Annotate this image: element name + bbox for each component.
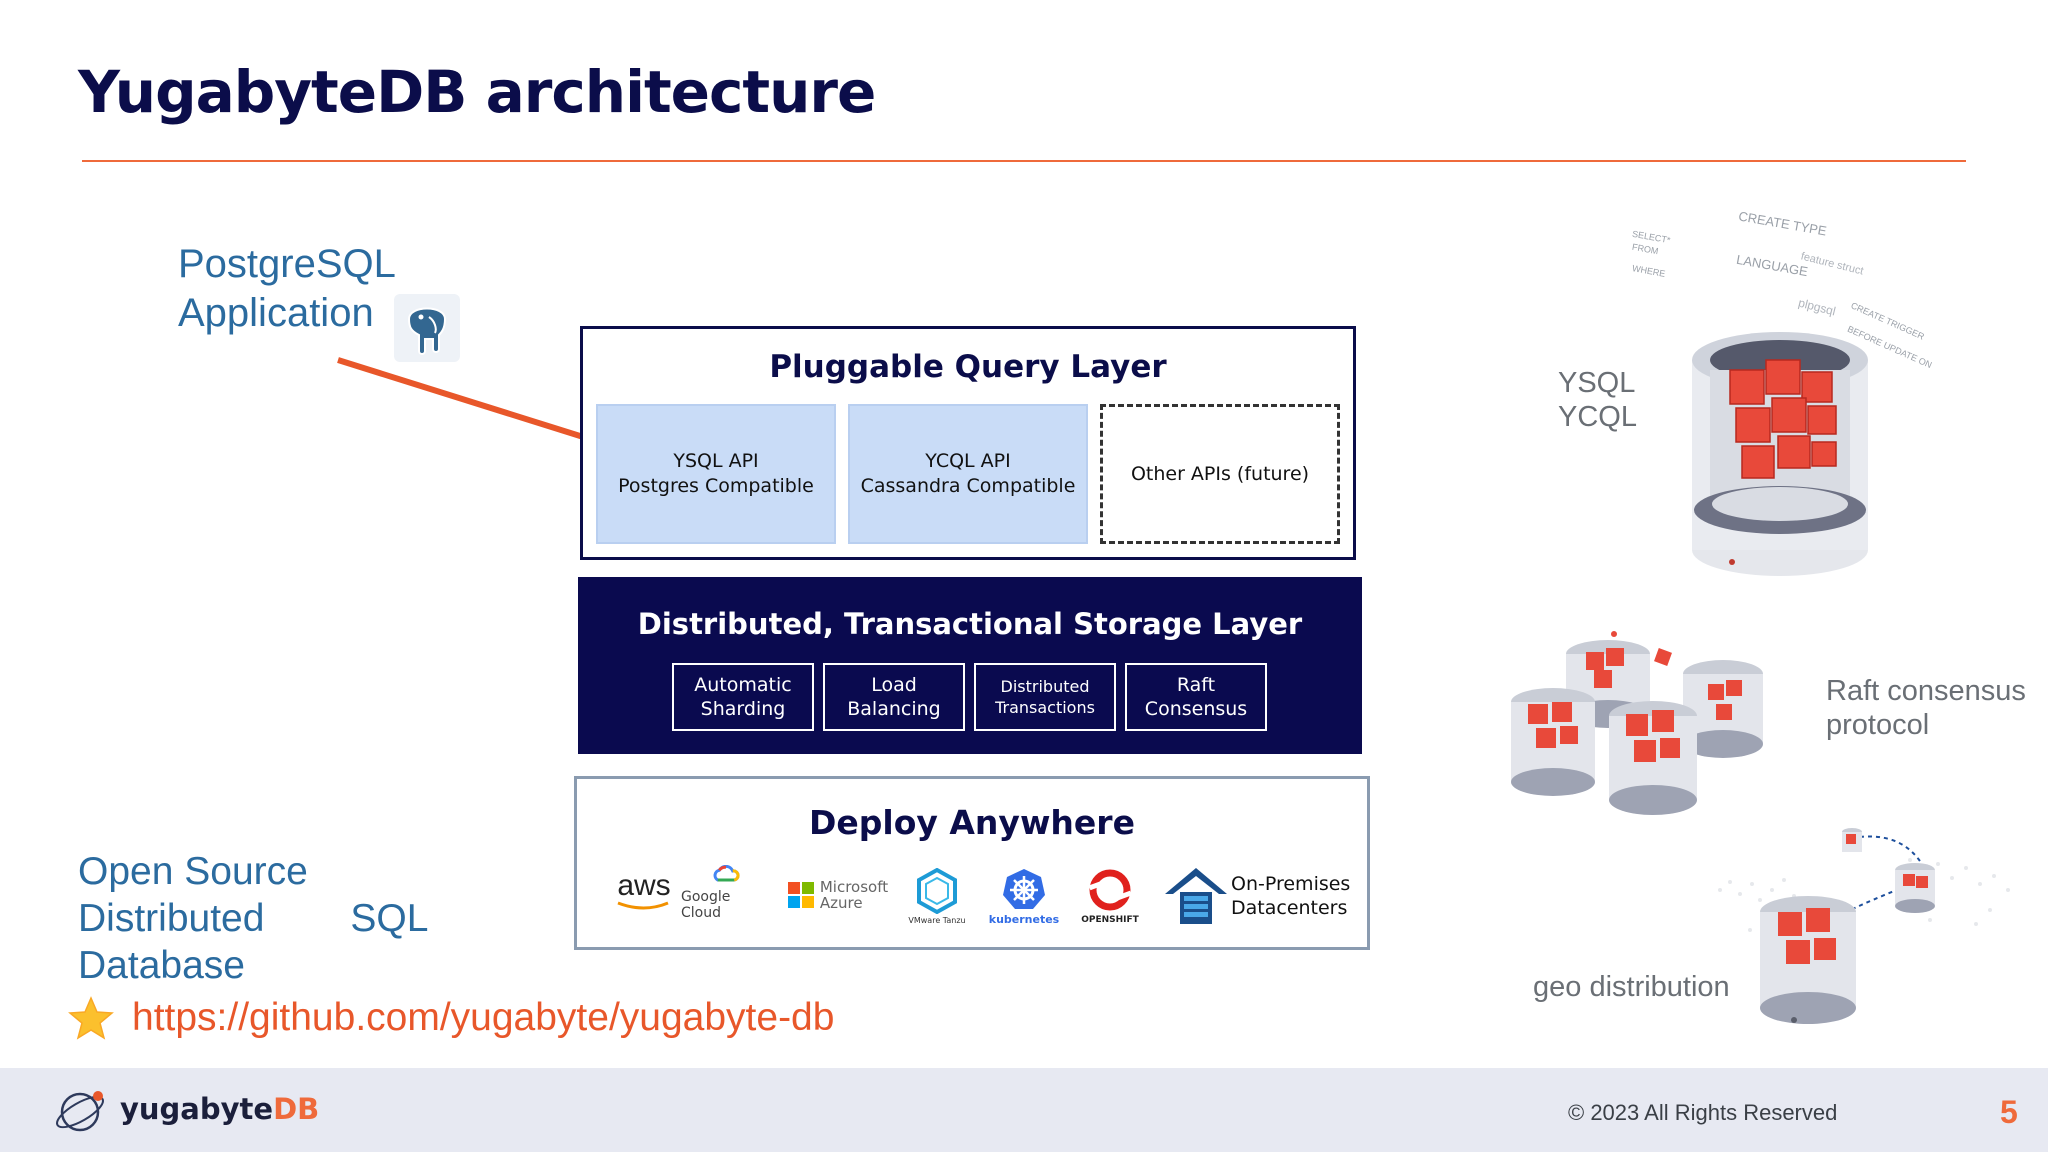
slide-footer: yugabyteDB © 2023 All Rights Reserved 5 (0, 1068, 2048, 1152)
automatic-sharding-cell: Automatic Sharding (672, 663, 814, 731)
code-word: WHERE (1631, 263, 1667, 279)
transactions-line-1: Distributed (1000, 677, 1090, 696)
raft-cluster-illustration (1511, 631, 1763, 815)
title-divider (82, 160, 1966, 162)
aws-logo: aws (605, 867, 683, 915)
ysql-text: YSQL (1558, 367, 1636, 399)
deploy-title: Deploy Anywhere (809, 803, 1135, 842)
slide-title: YugabyteDB architecture (78, 58, 876, 126)
oss-distributed-text: Distributed (78, 897, 265, 940)
microsoft-azure-logo: Microsoft Azure (783, 875, 893, 915)
google-cloud-icon (713, 865, 740, 882)
ysql-database-cylinder-illustration (1692, 332, 1868, 576)
kubernetes-logo: kubernetes (979, 863, 1069, 929)
ycql-api-line-2: Cassandra Compatible (860, 475, 1076, 497)
google-cloud-text: Google Cloud (681, 889, 731, 921)
datacenter-house-icon (1165, 868, 1227, 924)
sharding-line-1: Automatic (694, 674, 792, 696)
on-premises-logo: On-Premises Datacenters (1163, 863, 1363, 929)
oss-sql-text: SQL (350, 897, 429, 940)
star-icon (68, 996, 114, 1040)
transactions-line-2: Transactions (995, 698, 1095, 717)
tanzu-text: VMware Tanzu (908, 915, 966, 925)
open-source-description: Open Source Distributed SQL Database (78, 848, 428, 989)
app-line-2: Application (178, 291, 374, 335)
yugabyte-orbit-logo-icon (56, 1091, 104, 1132)
brand-yugabyte-text: yugabyte (120, 1092, 274, 1126)
raft-consensus-label: Raft consensus protocol (1826, 674, 2026, 742)
load-balancing-cell: Load Balancing (823, 663, 965, 731)
balancing-line-2: Balancing (847, 698, 941, 720)
raft-label-line-2: protocol (1826, 709, 1930, 741)
ycql-text: YCQL (1558, 401, 1637, 433)
balancing-line-1: Load (871, 674, 917, 696)
geo-distribution-label: geo distribution (1533, 971, 1730, 1003)
query-layer-title: Pluggable Query Layer (769, 349, 1167, 385)
azure-line-2: Azure (819, 894, 863, 912)
azure-line-1: Microsoft (819, 878, 889, 896)
raft-label-line-1: Raft consensus (1826, 675, 2026, 707)
postgresql-elephant-icon (394, 294, 460, 362)
code-word: FROM (1631, 241, 1660, 257)
openshift-icon (1088, 869, 1132, 911)
ysql-api-line-1: YSQL API (673, 450, 759, 472)
openshift-logo: OPENSHIFT (1067, 863, 1153, 929)
ycql-api-box: YCQL API Cassandra Compatible (848, 404, 1088, 544)
other-apis-label: Other APIs (future) (1130, 462, 1310, 485)
aws-smile-icon (617, 901, 669, 910)
pluggable-query-layer-box: Pluggable Query Layer YSQL API Postgres … (580, 326, 1356, 560)
github-link-row: https://github.com/yugabyte/yugabyte-db (68, 996, 834, 1040)
slide-number: 5 (2000, 1094, 2018, 1130)
other-apis-box: Other APIs (future) (1100, 404, 1340, 544)
microsoft-windows-icon (787, 882, 814, 908)
vmware-tanzu-logo: VMware Tanzu (895, 865, 979, 927)
raft-consensus-cell: Raft Consensus (1125, 663, 1267, 731)
code-word: LANGUAGE (1735, 251, 1810, 280)
raft-line-2: Consensus (1144, 698, 1248, 720)
code-word: feature struct (1799, 250, 1865, 278)
oss-line-2: Distributed SQL (78, 895, 428, 942)
code-word: CREATE TYPE (1737, 208, 1828, 239)
raft-line-1: Raft (1176, 674, 1216, 696)
google-cloud-logo: Google Cloud (681, 865, 771, 921)
kubernetes-helm-icon (1003, 868, 1045, 909)
kubernetes-text: kubernetes (988, 912, 1060, 926)
github-repo-link[interactable]: https://github.com/yugabyte/yugabyte-db (132, 996, 835, 1039)
ysql-api-line-2: Postgres Compatible (618, 475, 814, 497)
sharding-line-2: Sharding (700, 698, 786, 720)
storage-layer-box: Distributed, Transactional Storage Layer… (578, 577, 1362, 754)
aws-text: aws (617, 869, 671, 902)
postgresql-application-label: PostgreSQL Application (178, 240, 396, 338)
tanzu-icon (917, 867, 957, 914)
storage-layer-title: Distributed, Transactional Storage Layer (637, 607, 1303, 641)
ysql-api-box: YSQL API Postgres Compatible (596, 404, 836, 544)
ysql-ycql-label: YSQL YCQL (1558, 366, 1637, 434)
openshift-text: OPENSHIFT (1081, 915, 1139, 925)
onprem-line-1: On-Premises (1231, 873, 1351, 895)
deploy-anywhere-box: Deploy Anywhere aws Google Cloud Microso… (574, 776, 1370, 950)
copyright-text: © 2023 All Rights Reserved (1568, 1100, 1838, 1125)
brand-db-text: DB (273, 1092, 320, 1126)
oss-line-3: Database (78, 944, 245, 987)
geo-distribution-map-illustration (1718, 828, 2010, 1024)
app-line-1: PostgreSQL (178, 242, 396, 286)
yugabyte-brand-wordmark: yugabyteDB (120, 1092, 319, 1126)
ycql-api-line-1: YCQL API (925, 450, 1011, 472)
oss-line-1: Open Source (78, 850, 308, 893)
distributed-transactions-cell: Distributed Transactions (974, 663, 1116, 731)
onprem-line-2: Datacenters (1231, 897, 1348, 919)
